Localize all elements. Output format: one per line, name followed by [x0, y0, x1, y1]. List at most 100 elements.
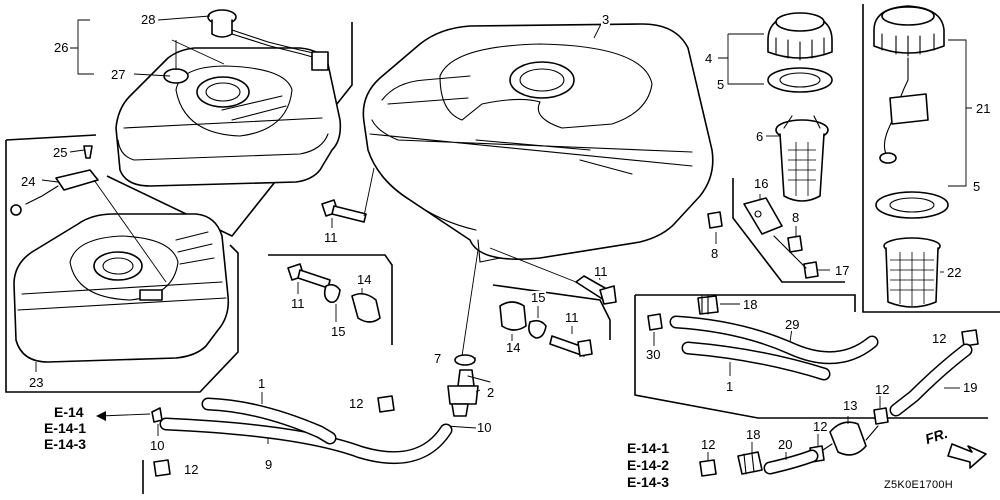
clip-12-bottom — [153, 459, 171, 477]
hose-1-right — [681, 341, 831, 381]
ref-e14-1-bottom: E-14-1 — [627, 440, 670, 456]
callout-22: 22 — [946, 265, 963, 280]
strainer-basket-22 — [883, 237, 941, 308]
callout-23: 23 — [28, 375, 45, 390]
frame-hose-kit — [634, 295, 988, 419]
callout-25: 25 — [52, 145, 69, 160]
callout-1-right: 1 — [725, 379, 735, 394]
callout-5-upper: 5 — [716, 77, 726, 92]
cap-seal-5b — [875, 191, 949, 219]
frame-left-kit-top — [5, 134, 97, 141]
callout-8-left: 8 — [710, 246, 720, 261]
callout-12-left: 12 — [348, 396, 365, 411]
upper-small-fuel-tank — [115, 47, 342, 187]
leader-26-bracket — [70, 19, 94, 75]
callout-20: 20 — [777, 437, 794, 452]
frame-left-kit — [5, 140, 239, 393]
clip-12-left — [377, 395, 395, 413]
lower-fuel-tank — [13, 213, 230, 363]
frame-cap-kit — [862, 4, 1000, 313]
bolt-11-upper — [321, 199, 367, 223]
callout-15-kit-a: 15 — [330, 324, 347, 339]
ref-e14-3-bottom: E-14-3 — [627, 474, 670, 490]
rubber-mount-14 — [351, 292, 381, 323]
callout-5-right: 5 — [972, 179, 982, 194]
callout-12-hose-top: 12 — [931, 331, 948, 346]
leader-3 — [593, 21, 603, 39]
fuel-cap-21 — [873, 5, 945, 164]
callout-2: 2 — [486, 385, 496, 400]
leader-26-arms — [171, 39, 225, 70]
leader-28 — [157, 15, 211, 21]
leader-21-5 — [948, 39, 972, 187]
callout-10-left: 10 — [149, 438, 166, 453]
nut-8-left — [707, 211, 723, 229]
hose-29 — [669, 315, 879, 365]
clip-30 — [647, 313, 663, 331]
bracket-16 — [743, 197, 783, 235]
leader-4-5 — [718, 33, 764, 85]
ref-e14: E-14 — [54, 404, 84, 420]
clip-12-bottom-hose — [699, 459, 717, 477]
fuel-strainer-6 — [775, 115, 829, 202]
hose-20 — [763, 449, 819, 475]
fuel-gauge-sender — [207, 9, 329, 71]
joint-18-lower — [737, 451, 763, 475]
callout-6: 6 — [755, 129, 765, 144]
callout-8-right: 8 — [791, 210, 801, 225]
washer-15 — [323, 283, 341, 304]
leader-27 — [133, 73, 171, 77]
callout-16: 16 — [753, 176, 770, 191]
leader-24 — [41, 179, 59, 183]
leader-bolt-mid-to-tank — [489, 247, 577, 283]
ref-e14-1: E-14-1 — [44, 420, 87, 436]
joint-18-upper — [697, 295, 719, 315]
bolt-kit-a — [287, 263, 381, 323]
ref-e14-3: E-14-3 — [44, 436, 87, 452]
frame-filter-kit — [732, 178, 845, 283]
callout-18-upper: 18 — [742, 297, 759, 312]
washer-7 — [454, 354, 476, 366]
hose-19 — [889, 343, 973, 417]
frame-bolt-kit-a — [268, 254, 393, 345]
fuel-cock — [447, 354, 491, 417]
callout-14-kit-b: 14 — [505, 340, 522, 355]
leader-cock-to-tank — [461, 249, 479, 357]
washer-15b — [528, 319, 547, 339]
leader-25 — [69, 149, 85, 153]
bolt-17 — [773, 235, 819, 279]
cap-seal-5 — [767, 67, 833, 93]
main-fuel-tank — [362, 23, 714, 263]
callout-11-kit-a: 11 — [290, 296, 306, 311]
bolt-kit-b — [499, 301, 593, 357]
callout-30: 30 — [645, 347, 662, 362]
fuel-filter-13 — [819, 421, 879, 456]
fuel-cap-4 — [767, 12, 833, 61]
clip-12-hose-top — [961, 329, 979, 347]
hose-clip-10 — [151, 407, 163, 423]
fuel-gauge-unit — [10, 145, 99, 216]
frame-bolt-kit-b — [492, 284, 611, 340]
clip-12-filter-right — [873, 407, 889, 425]
callout-13: 13 — [842, 398, 859, 413]
callout-12-filter-left: 12 — [812, 419, 829, 434]
callout-19: 19 — [962, 380, 979, 395]
callout-15-kit-b: 15 — [530, 290, 547, 305]
callout-12-filter-right: 12 — [874, 382, 891, 397]
callout-17: 17 — [834, 263, 851, 278]
leader-24-window — [93, 179, 167, 283]
gauge-window — [139, 289, 163, 301]
arrow-to-e14 — [96, 411, 106, 421]
callout-26: 26 — [53, 40, 70, 55]
nut-8-right — [787, 235, 803, 253]
leader-bolt-to-tank — [363, 167, 375, 217]
drawing-code: Z5K0E1700H — [884, 479, 954, 491]
fuel-hose-9 — [159, 397, 453, 465]
callout-7: 7 — [433, 351, 443, 366]
callout-28: 28 — [140, 12, 157, 27]
callout-29: 29 — [784, 317, 801, 332]
callout-27: 27 — [110, 67, 127, 82]
callout-18-lower: 18 — [745, 427, 762, 442]
